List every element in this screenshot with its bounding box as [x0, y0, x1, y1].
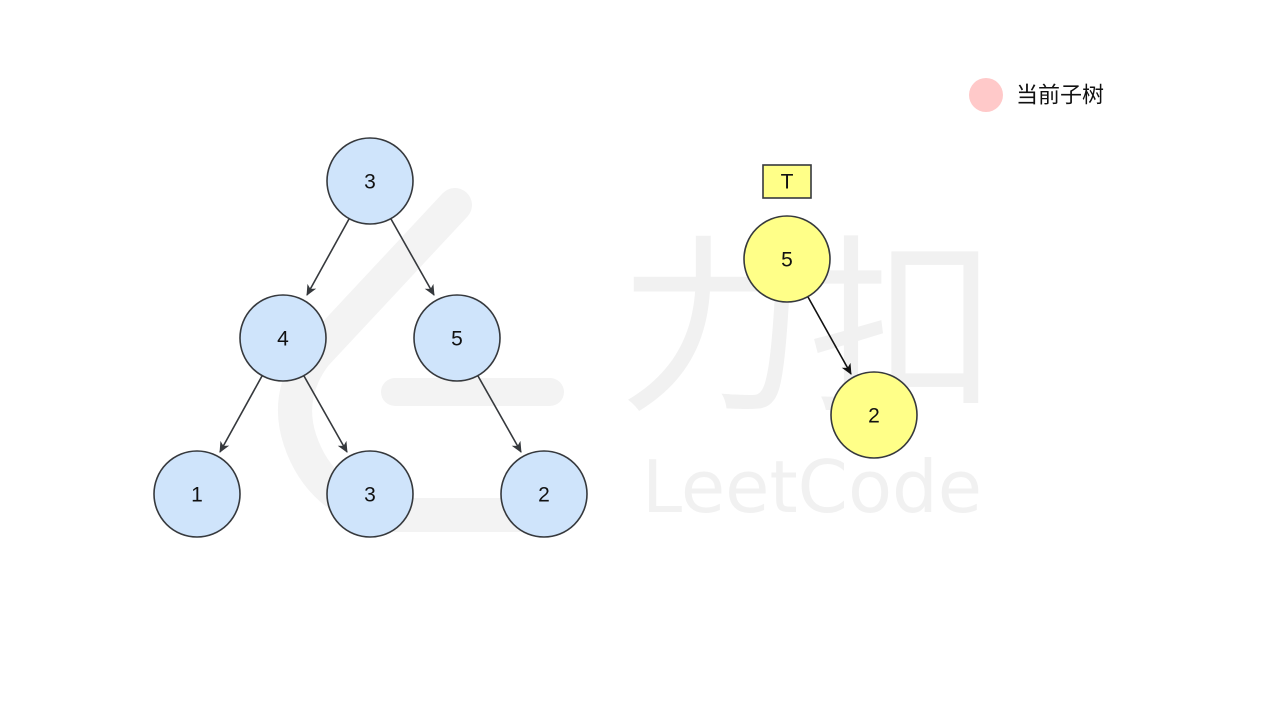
node-value: 5	[451, 328, 463, 351]
legend-swatch	[969, 78, 1003, 112]
node-value: 1	[191, 484, 203, 507]
tree-s-node-left-right: 3	[326, 450, 414, 538]
tree-s-edges	[219, 218, 522, 453]
node-value: 3	[364, 484, 376, 507]
tree-t-tag: T	[762, 164, 812, 199]
watermark-brand-en: LeetCode	[642, 445, 982, 529]
node-value: 2	[538, 484, 550, 507]
tree-s-node-right: 5	[413, 294, 501, 382]
edge-root-to-right	[390, 218, 435, 296]
edge-t-root-to-right	[807, 296, 852, 375]
tree-s-node-left: 4	[239, 294, 327, 382]
tree-t: T 5 2	[743, 164, 918, 459]
tree-s-node-right-right: 2	[500, 450, 588, 538]
tree-s-node-root: 3	[326, 137, 414, 225]
tree-s-node-left-left: 1	[153, 450, 241, 538]
node-value: 2	[868, 405, 880, 428]
node-value: 3	[364, 171, 376, 194]
node-value: 4	[277, 328, 289, 351]
tree-t-node-right: 2	[830, 371, 918, 459]
edge-root-to-left	[306, 218, 350, 296]
tree-t-tag-label: T	[781, 171, 794, 194]
legend-label: 当前子树	[1016, 84, 1104, 109]
legend: 当前子树	[969, 78, 1104, 112]
edge-left-to-left-right	[303, 375, 348, 453]
tree-s: 3 4 5 1 3 2	[153, 137, 588, 538]
node-value: 5	[781, 249, 793, 272]
tree-t-node-root: 5	[743, 215, 831, 303]
edge-left-to-left-left	[219, 375, 263, 453]
edge-right-to-right-right	[477, 375, 522, 453]
